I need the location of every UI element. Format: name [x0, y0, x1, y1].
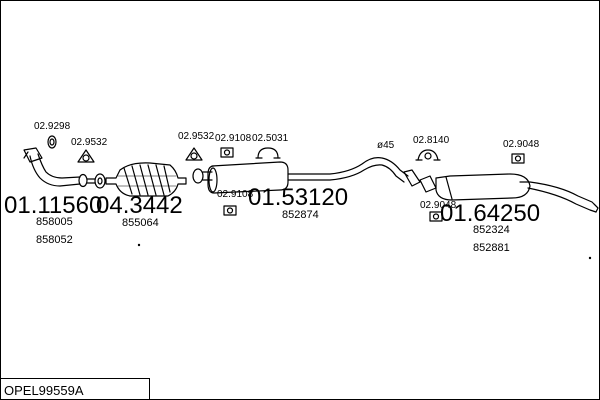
hw6-hanger-icon [223, 205, 237, 216]
catalyst-number: 04.3442 [96, 192, 183, 219]
hw2-gasket-icon [77, 149, 95, 163]
diagram-title: OPEL99559A [4, 383, 84, 398]
hw3-label: 02.9532 [178, 131, 215, 142]
flange-shape [94, 173, 106, 189]
front-pipe-shape [23, 147, 96, 188]
front-pipe-number: 01.11560 [4, 192, 103, 219]
hw2-label: 02.9532 [71, 137, 108, 148]
hw3-gasket-icon [185, 147, 203, 161]
front-pipe-ref-1: 858005 [36, 216, 73, 228]
title-box: OPEL99559A [0, 378, 150, 399]
hw7-label: 02.8140 [413, 135, 450, 146]
catalyst-shape [105, 162, 187, 197]
hw7-clamp-icon [415, 149, 441, 161]
hw1-label: 02.9298 [34, 121, 71, 132]
hw5-clamp-icon [255, 147, 281, 159]
hw9-hanger-icon [429, 211, 443, 222]
hw8-label: 02.9048 [503, 139, 540, 150]
catalyst-ref-1: 855064 [122, 217, 159, 229]
hw9-label: 02.9048 [420, 200, 457, 211]
middle-silencer-ref-1: 852874 [282, 209, 319, 221]
hw4-label: 02.9108 [215, 133, 252, 144]
rear-silencer-ref-1: 852324 [473, 224, 510, 236]
rear-silencer-number: 01.64250 [440, 200, 541, 227]
hw1-clamp-icon [47, 135, 57, 149]
hw4-hanger-icon [220, 147, 234, 158]
middle-silencer-shape [192, 157, 409, 194]
diameter-note: ø45 [377, 140, 395, 151]
hw5-label: 02.5031 [252, 133, 289, 144]
hw8-hanger-icon [511, 153, 525, 164]
middle-silencer-number: 01.53120 [248, 184, 349, 211]
rear-silencer-ref-2: 852881 [473, 242, 510, 254]
connector-shape [403, 169, 437, 193]
front-pipe-ref-2: 858052 [36, 234, 73, 246]
hw6-label: 02.9108 [217, 189, 254, 200]
rear-silencer-shape [435, 173, 599, 213]
